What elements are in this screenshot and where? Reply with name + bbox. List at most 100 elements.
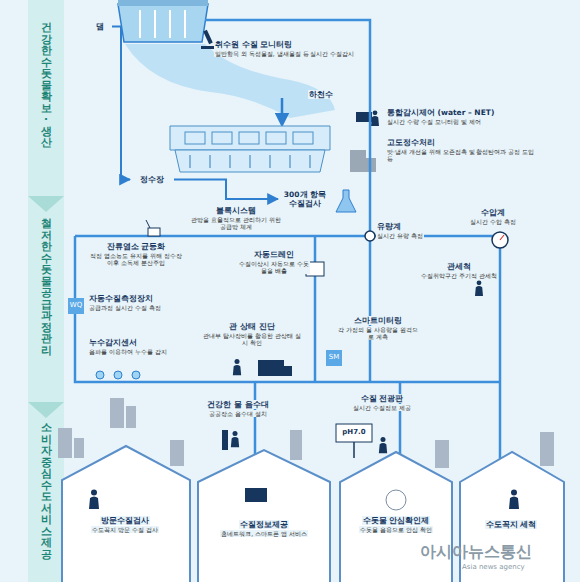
item-title: 관세척 <box>446 262 472 271</box>
house-figures <box>89 488 519 510</box>
pipe-cleaning-worker <box>475 280 483 296</box>
art-part <box>198 450 330 582</box>
item-description: 홈네트워크, 스마트폰 앱 서비스 <box>220 530 308 537</box>
art-part <box>336 424 372 442</box>
item-title: 수질 전광판 <box>360 394 405 403</box>
watermark: 아시아뉴스통신 <box>420 542 570 561</box>
art-part <box>75 235 500 238</box>
art-part <box>336 190 356 212</box>
item-title: 댐 <box>95 22 105 31</box>
art-part <box>509 490 519 510</box>
art-part <box>170 126 330 150</box>
callout-group: 하천수 <box>304 90 338 99</box>
leak-sensors <box>96 371 140 379</box>
art-part <box>340 452 452 582</box>
control-building <box>350 150 376 172</box>
art-part <box>222 430 228 450</box>
monitor-desk <box>356 110 379 126</box>
item-title: 건강한 물 음수대 <box>206 400 269 409</box>
item-description: 적정 염소농도 유지를 위해 정수장 이후 소독제 분산주입 <box>86 252 186 266</box>
callout-group: 수압계실시간 수압 측정 <box>452 208 534 225</box>
art-part <box>146 220 150 228</box>
section-band: 소비자중심 수도서비스 제공 <box>28 422 64 561</box>
art-part <box>540 432 554 466</box>
microscope <box>201 30 215 49</box>
item-description: 수돗물 음용으로 안심 확인 <box>359 526 433 533</box>
item-title: 수도꼭지 세척 <box>485 520 538 529</box>
callout-group: 수질 전광판실시간 수질정보 제공 <box>340 394 424 411</box>
callout-group: 방문수질검사수도꼭지 방문 수질 검사 <box>70 516 180 533</box>
item-description: 각 가정의 물 사용량을 원격으로 계측 <box>336 326 420 340</box>
item-description: 실시간 수압 측정 <box>469 218 517 225</box>
callout-group: 수도꼭지 세척 <box>464 520 558 529</box>
art-part <box>89 490 99 510</box>
item-title: 하천수 <box>308 90 334 99</box>
art-part <box>132 371 140 379</box>
art-part <box>28 196 64 212</box>
art-part <box>290 430 302 460</box>
callout-group: 스마트미터링각 가정의 물 사용량을 원격으로 계측 <box>336 316 420 340</box>
art-part <box>233 359 241 375</box>
item-title: 수돗물 안심확인제 <box>362 516 431 525</box>
art-part <box>353 442 355 458</box>
chlorine-injector <box>146 220 160 236</box>
art-part <box>74 438 84 458</box>
flow-meter <box>365 231 375 241</box>
item-title: 수압계 <box>480 208 506 217</box>
art-part <box>175 150 325 172</box>
section-band: 철저한 수돗물 공급과정 관리 <box>28 218 64 357</box>
pressure-gauge <box>492 232 508 248</box>
item-title: 자동드레인 <box>253 250 295 259</box>
art-part <box>314 236 317 382</box>
callout-group: 자동드레인수질이상시 자동으로 수돗물을 배출 <box>238 250 310 274</box>
flow-arrow <box>281 98 284 120</box>
side-band <box>28 0 64 582</box>
art-part <box>386 490 406 510</box>
callout-group: 블록시스템관망을 효율적으로 관리하기 위한 공급망 체계 <box>190 206 282 230</box>
art-part <box>203 30 213 44</box>
item-title: 잔류염소 균등화 <box>106 242 167 251</box>
item-title: 방문수질검사 <box>100 516 150 525</box>
icon-label: SM <box>326 353 342 361</box>
art-part <box>118 4 208 42</box>
display-value: pH7.0 <box>337 428 371 436</box>
callout-group: 유량계실시간 유량 측정 <box>376 222 442 239</box>
item-title: 누수감지센서 <box>88 338 138 347</box>
item-title: 통합감시제어 (water – NET) <box>386 108 495 117</box>
item-title: 자동수질측정장치 <box>88 294 154 303</box>
callout-group: 취수원 수질 모니터링일반항목 외 독성물질, 냄새물질 등 실시간 수질감시 <box>214 40 382 57</box>
art-part <box>269 155 270 168</box>
flow-connector <box>112 27 130 180</box>
art-part <box>118 0 208 6</box>
callout-group: 누수감지센서음파를 이용하여 누수를 감지 <box>88 338 188 355</box>
item-title: 스마트미터링 <box>353 316 403 325</box>
callout-group: 잔류염소 균등화적정 염소농도 유지를 위해 정수장 이후 소독제 분산주입 <box>86 242 186 266</box>
art-part <box>266 132 286 144</box>
callout-group: 관 상태 진단관내부 탐사장비를 활용한 관상태 실시 확인 <box>200 322 304 346</box>
art-part <box>379 437 387 453</box>
item-description: 맛·냄새 개선을 위해 오존접촉 및 활성탄여과 공정 도입 등 <box>386 148 536 162</box>
item-description: 음파를 이용하여 누수를 감지 <box>88 348 168 355</box>
callout-group: 건강한 물 음수대공공장소 음수대 설치 <box>196 400 280 417</box>
item-description: 공급과정 실시간 수질 측정 <box>88 304 162 311</box>
art-part <box>154 10 156 38</box>
spillway <box>140 10 185 38</box>
item-title: 철저한 수돗물 공급과정 관리 <box>40 218 53 357</box>
callout-group: 고도정수처리맛·냄새 개선을 위해 오존접촉 및 활성탄여과 공정 도입 등 <box>386 138 536 162</box>
callout-group: 댐 <box>90 22 110 31</box>
callout-group: 수돗물 안심확인제수돗물 음용으로 안심 확인 <box>344 516 448 533</box>
art-part <box>62 446 190 582</box>
item-description: 관내부 탐사장비를 활용한 관상태 실시 확인 <box>200 332 304 346</box>
art-part <box>289 155 290 168</box>
art-part <box>189 155 190 168</box>
item-title: 취수원 수질 모니터링 <box>214 40 293 49</box>
flask <box>336 190 356 212</box>
art-part <box>249 155 250 168</box>
art-part <box>209 155 210 168</box>
art-part <box>371 110 379 126</box>
inspection-truck <box>233 359 292 376</box>
art-part <box>245 488 267 502</box>
item-title: 고도정수처리 <box>386 138 436 147</box>
